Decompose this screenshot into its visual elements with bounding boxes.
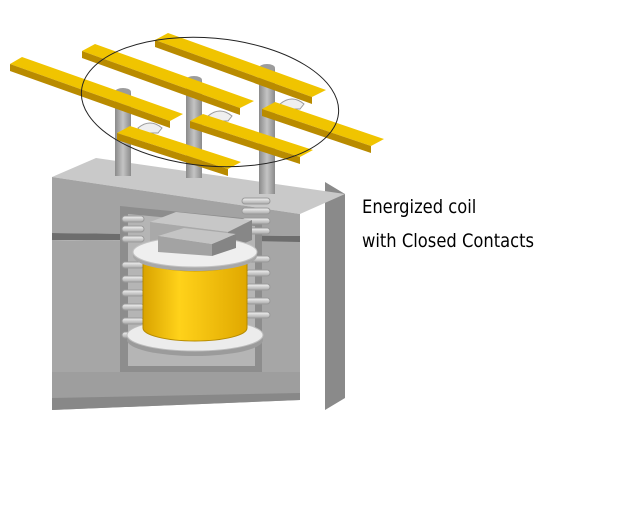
upper-bar-left [10, 57, 183, 128]
frame-right-leg [262, 242, 300, 400]
frame-left-leg [52, 240, 120, 405]
lower-bar-right [262, 102, 384, 153]
upper-bar-right [155, 33, 326, 104]
contact-point-left [137, 122, 163, 134]
lower-contact-bars [117, 102, 384, 176]
caption-line-2: with Closed Contacts [362, 230, 535, 252]
spring-right-upper [241, 197, 271, 235]
contacts-highlight-ellipse [80, 36, 340, 168]
upper-contact-bars [10, 33, 326, 128]
frame-bottom-shade [52, 393, 300, 410]
springs [121, 197, 271, 339]
spring-left-upper [121, 215, 145, 243]
upper-bar-middle [82, 44, 254, 115]
caption-line-1: Energized coil [362, 196, 477, 218]
lower-bar-middle [190, 114, 313, 164]
coil [126, 228, 264, 356]
frame-right-side [325, 182, 345, 410]
